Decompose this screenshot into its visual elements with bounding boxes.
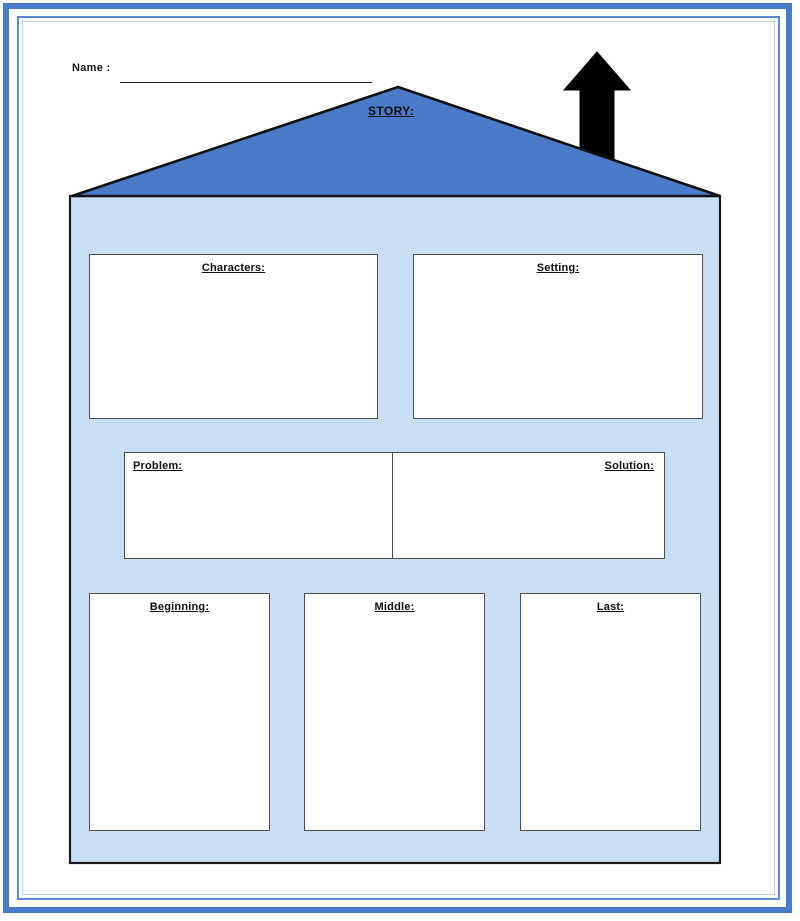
middle-box[interactable]: Middle: [304,593,485,831]
up-arrow-icon [562,51,632,179]
beginning-label: Beginning: [149,601,210,613]
characters-box[interactable]: Characters: [89,254,378,419]
name-row: Name : [72,62,392,88]
solution-box[interactable]: Solution: [393,453,664,558]
setting-label: Setting: [536,262,580,274]
name-label: Name : [72,62,111,74]
problem-solution-row: Problem: Solution: [124,452,665,559]
problem-label: Problem: [133,460,183,472]
story-title: STORY: [368,104,415,118]
middle-label: Middle: [374,601,415,613]
beginning-box[interactable]: Beginning: [89,593,270,831]
solution-label: Solution: [604,460,654,472]
last-box[interactable]: Last: [520,593,701,831]
characters-label: Characters: [201,262,266,274]
problem-box[interactable]: Problem: [125,453,393,558]
name-input[interactable] [120,82,372,83]
setting-box[interactable]: Setting: [413,254,703,419]
last-label: Last: [596,601,625,613]
